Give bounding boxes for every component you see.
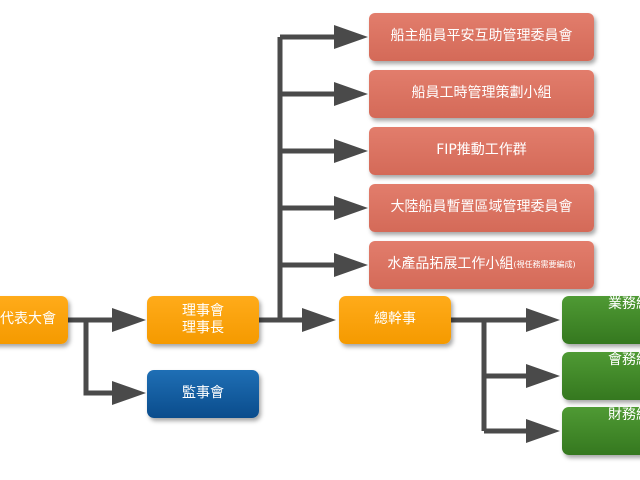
node-supervisors: 監事會 <box>147 370 259 418</box>
arrowhead <box>334 139 368 163</box>
node-representative-assembly: 代表大會 <box>0 296 68 344</box>
node-label: 業務組 <box>608 296 640 312</box>
arrowhead <box>334 25 368 49</box>
node-label-line1: 理事會 <box>182 302 224 319</box>
node-label: 監事會 <box>182 385 224 402</box>
node-label: 總幹事 <box>374 311 416 328</box>
node-division-affairs: 會務組 <box>562 352 640 400</box>
node-division-finance: 財務組 <box>562 407 640 455</box>
arrowhead <box>526 419 560 443</box>
node-label: 大陸船員暫置區域管理委員會 <box>390 199 573 216</box>
node-board-of-directors: 理事會 理事長 <box>147 296 259 344</box>
node-division-business: 業務組 <box>562 296 640 344</box>
arrowhead <box>526 364 560 388</box>
arrowhead <box>112 308 146 332</box>
node-committee-fip: FIP推動工作群 <box>369 127 594 175</box>
arrowhead <box>334 253 368 277</box>
node-committee-mutual-aid: 船主船員平安互助管理委員會 <box>369 13 594 61</box>
node-label: FIP推動工作群 <box>436 142 527 159</box>
node-label: 會務組 <box>608 352 640 368</box>
arrowhead <box>334 82 368 106</box>
node-label: 船主船員平安互助管理委員會 <box>390 28 573 45</box>
arrowhead <box>302 308 336 332</box>
node-committee-mainland-crew: 大陸船員暫置區域管理委員會 <box>369 184 594 232</box>
node-committee-working-hours: 船員工時管理策劃小組 <box>369 70 594 118</box>
node-secretary-general: 總幹事 <box>339 296 451 344</box>
node-label: 水產品拓展工作小組 <box>387 256 514 273</box>
node-label-line2: 理事長 <box>182 320 224 336</box>
node-committee-seafood: 水產品拓展工作小組 (視任務需要編成) <box>369 241 594 289</box>
node-note: (視任務需要編成) <box>513 260 576 269</box>
arrowhead <box>334 196 368 220</box>
arrowhead <box>526 308 560 332</box>
arrowhead <box>112 381 146 405</box>
node-label: 代表大會 <box>0 311 56 328</box>
node-label: 船員工時管理策劃小組 <box>411 85 552 102</box>
node-label: 財務組 <box>608 407 640 423</box>
